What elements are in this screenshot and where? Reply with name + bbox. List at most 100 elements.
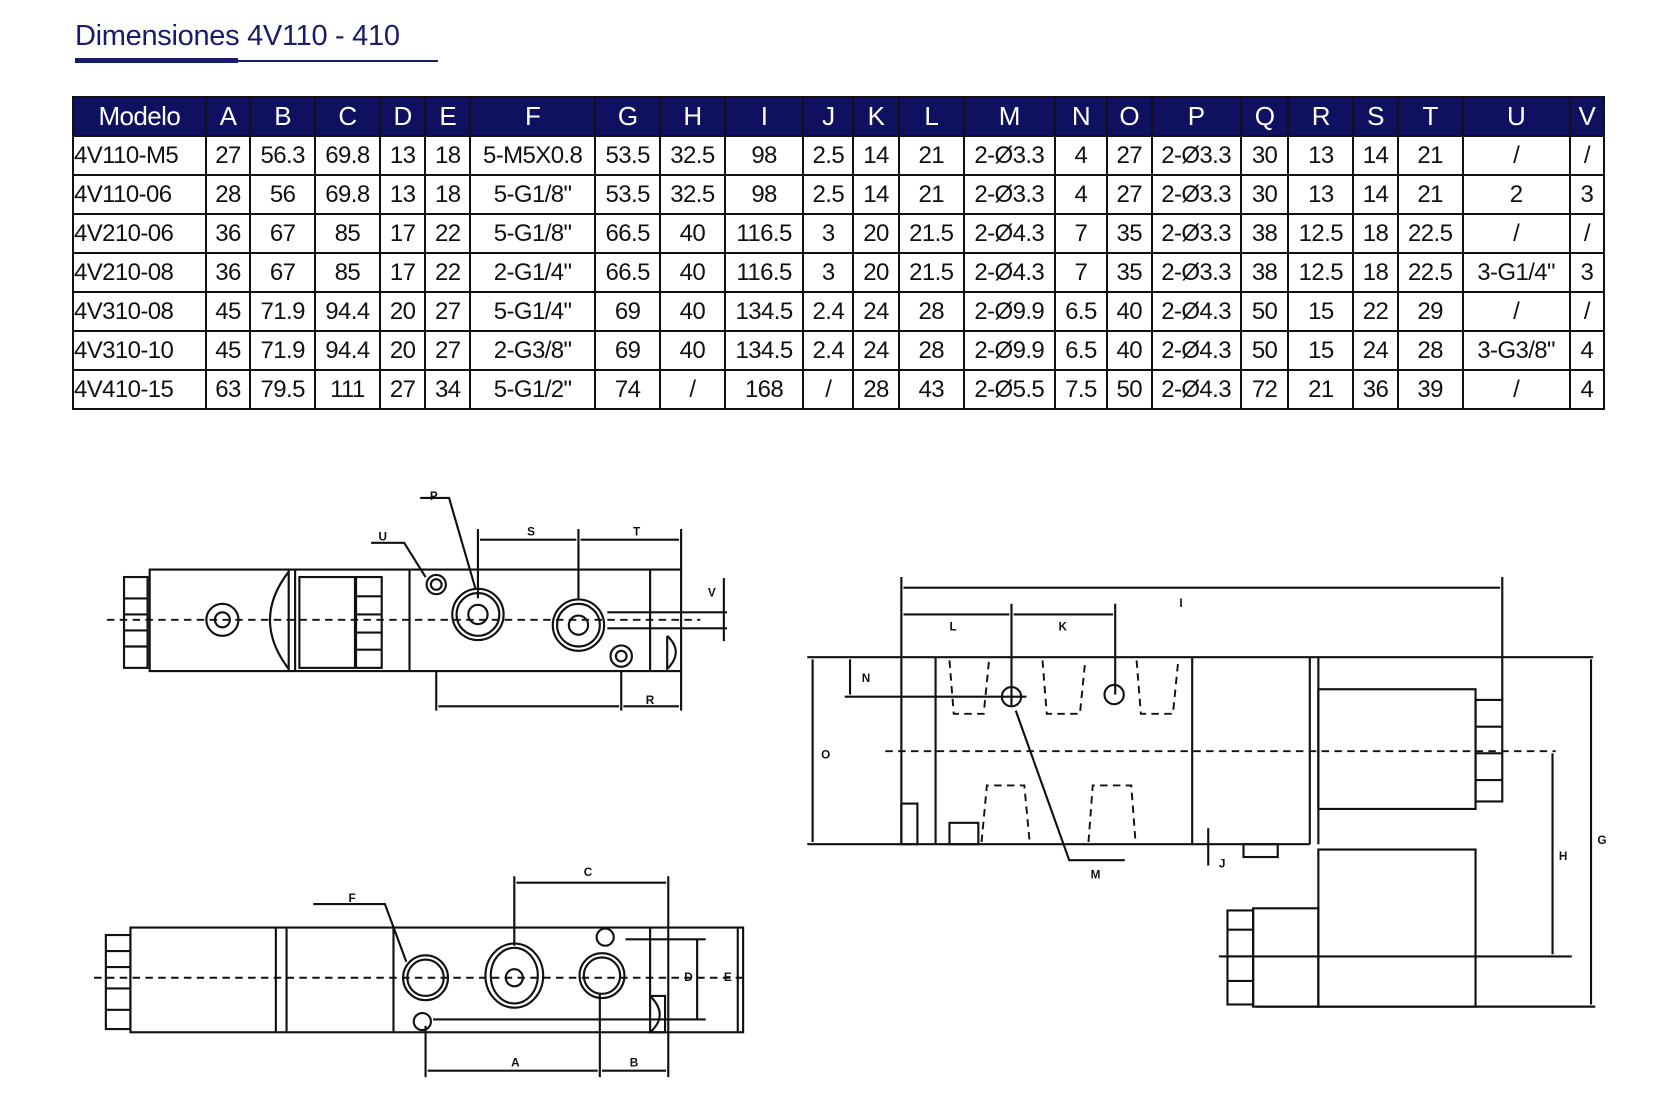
table-cell: 3 — [802, 213, 855, 254]
table-cell: 56.3 — [249, 135, 317, 176]
table-cell: 43 — [897, 369, 965, 410]
table-cell: 3-G1/4" — [1461, 252, 1571, 293]
table-cell: 2-Ø3.3 — [962, 174, 1056, 215]
table-cell: 134.5 — [723, 291, 805, 332]
table-cell: 2-Ø5.5 — [962, 369, 1056, 410]
label-k: K — [1059, 620, 1068, 633]
label-o: O — [821, 749, 830, 762]
label-a: A — [511, 1056, 520, 1069]
table-cell: 34 — [424, 369, 471, 410]
table-cell: 134.5 — [723, 330, 805, 371]
table-cell: 21 — [1396, 174, 1464, 215]
table-cell: 17 — [378, 213, 427, 254]
table-cell: 2-Ø4.3 — [1150, 330, 1242, 371]
table-cell: 2-Ø9.9 — [962, 291, 1056, 332]
table-cell: 20 — [852, 252, 900, 293]
table-cell: 22.5 — [1396, 252, 1464, 293]
table-cell: 5-G1/4" — [468, 291, 597, 332]
table-cell: 14 — [852, 135, 900, 176]
table-cell: 28 — [204, 174, 252, 215]
table-cell: 53.5 — [594, 174, 662, 215]
label-e: E — [724, 971, 732, 984]
front-view-drawing: F C A B D E — [94, 866, 749, 1078]
table-cell: 36 — [204, 252, 252, 293]
table-cell: / — [1461, 291, 1571, 332]
table-cell: 18 — [424, 174, 471, 215]
table-cell: 36 — [1352, 369, 1399, 410]
table-cell: / — [1568, 291, 1606, 332]
table-cell: 18 — [1352, 252, 1399, 293]
table-cell: 50 — [1105, 369, 1153, 410]
label-v: V — [708, 586, 716, 599]
column-header-t: T — [1396, 96, 1464, 137]
column-header-h: H — [659, 96, 726, 137]
title-underline-thin — [238, 60, 438, 62]
table-cell: 4V210-08 — [72, 252, 207, 293]
table-cell: 3 — [1568, 174, 1606, 215]
table-cell: / — [1461, 135, 1571, 176]
table-cell: 116.5 — [723, 252, 805, 293]
table-cell: 2-Ø4.3 — [962, 252, 1056, 293]
table-cell: 5-G1/8" — [468, 213, 597, 254]
table-cell: 40 — [659, 252, 726, 293]
table-cell: 2-Ø3.3 — [962, 135, 1056, 176]
table-cell: 4 — [1053, 174, 1108, 215]
table-cell: 40 — [1105, 291, 1153, 332]
table-cell: 85 — [314, 213, 381, 254]
table-cell: 67 — [249, 252, 317, 293]
column-header-m: M — [962, 96, 1056, 137]
table-cell: 5-G1/2" — [468, 369, 597, 410]
table-cell: 53.5 — [594, 135, 662, 176]
column-header-v: V — [1568, 96, 1606, 137]
column-header-p: P — [1150, 96, 1242, 137]
label-p: P — [430, 490, 438, 503]
table-cell: 45 — [204, 330, 252, 371]
label-i: I — [1179, 597, 1182, 610]
table-cell: / — [1568, 213, 1606, 254]
table-cell: 20 — [378, 330, 427, 371]
table-cell: 56 — [249, 174, 317, 215]
table-cell: 74 — [594, 369, 662, 410]
table-cell: 28 — [897, 330, 965, 371]
column-header-c: C — [314, 96, 381, 137]
table-cell: 21 — [897, 174, 965, 215]
table-cell: 17 — [378, 252, 427, 293]
table-cell: 2 — [1461, 174, 1571, 215]
column-header-r: R — [1287, 96, 1355, 137]
table-cell: 2.4 — [802, 291, 855, 332]
column-header-i: I — [723, 96, 805, 137]
table-cell: 69.8 — [314, 174, 381, 215]
table-cell: 24 — [852, 330, 900, 371]
table-cell: 35 — [1105, 213, 1153, 254]
label-l: L — [949, 620, 956, 633]
label-d: D — [684, 971, 693, 984]
table-cell: 71.9 — [249, 330, 317, 371]
table-cell: 35 — [1105, 252, 1153, 293]
column-header-g: G — [594, 96, 662, 137]
table-cell: 72 — [1239, 369, 1290, 410]
table-cell: 2-Ø3.3 — [1150, 213, 1242, 254]
table-cell: / — [659, 369, 726, 410]
table-cell: 69.8 — [314, 135, 381, 176]
table-cell: / — [802, 369, 855, 410]
table-cell: 27 — [424, 330, 471, 371]
table-cell: 12.5 — [1287, 213, 1355, 254]
table-cell: 22 — [1352, 291, 1399, 332]
column-header-modelo: Modelo — [72, 96, 207, 137]
table-cell: 32.5 — [659, 174, 726, 215]
label-s: S — [527, 525, 535, 538]
table-cell: 40 — [659, 291, 726, 332]
page-title: Dimensiones 4V110 - 410 — [75, 20, 400, 52]
table-cell: 45 — [204, 291, 252, 332]
table-cell: 116.5 — [723, 213, 805, 254]
table-cell: / — [1461, 213, 1571, 254]
table-cell: 4V210-06 — [72, 213, 207, 254]
side-view-drawing: L K I N O M J H G — [807, 577, 1607, 1008]
table-cell: 20 — [378, 291, 427, 332]
table-cell: 39 — [1396, 369, 1464, 410]
